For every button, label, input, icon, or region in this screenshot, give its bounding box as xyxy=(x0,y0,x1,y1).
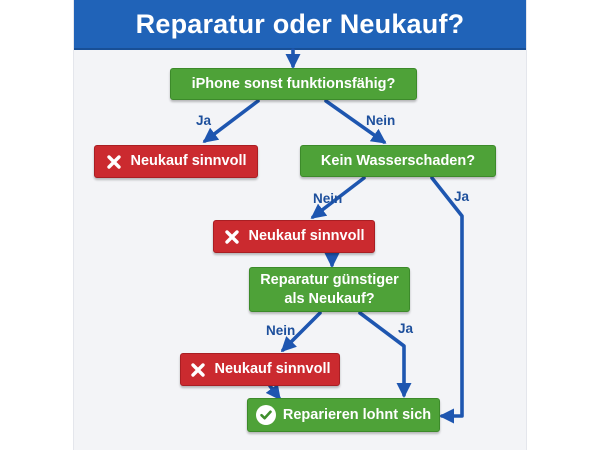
result-neukauf-3: Neukauf sinnvoll xyxy=(180,353,340,386)
arrow-q2-nein xyxy=(310,176,366,219)
result-neukauf-2-label: Neukauf sinnvoll xyxy=(248,228,365,245)
arrow-q3-ja xyxy=(358,311,412,399)
result-neukauf-2: Neukauf sinnvoll xyxy=(213,220,375,253)
arrow-q3-nein xyxy=(280,311,322,353)
x-mark-icon xyxy=(189,361,207,379)
edge-label-q3-nein: Nein xyxy=(266,323,296,338)
result-neukauf-1: Neukauf sinnvoll xyxy=(94,145,258,178)
question-no-water-damage: Kein Wasserschaden? xyxy=(300,145,496,177)
title-banner: Reparatur oder Neukauf? xyxy=(74,0,526,50)
question-no-water-damage-label: Kein Wasserschaden? xyxy=(320,152,476,169)
question-iphone-functional-label: iPhone sonst funktionsfähig? xyxy=(191,75,396,92)
arrow-q1-ja xyxy=(202,99,260,143)
check-icon xyxy=(255,405,276,425)
result-neukauf-3-label: Neukauf sinnvoll xyxy=(214,361,331,378)
edge-label-q2-nein: Nein xyxy=(313,191,343,206)
diagram-title: Reparatur oder Neukauf? xyxy=(135,8,465,39)
edge-label-q3-ja: Ja xyxy=(398,321,414,336)
result-neukauf-1-label: Neukauf sinnvoll xyxy=(130,153,247,170)
edge-label-q1-ja: Ja xyxy=(196,113,212,128)
arrow-r3-to-result xyxy=(265,383,281,401)
arrow-q2-ja xyxy=(430,176,464,424)
question-repair-cheaper-line1: Reparatur günstiger xyxy=(260,272,399,289)
result-repair-worth-it: Reparieren lohnt sich xyxy=(247,398,440,432)
question-repair-cheaper-line2: als Neukauf? xyxy=(284,290,375,307)
x-mark-icon xyxy=(105,153,123,171)
edge-label-q1-nein: Nein xyxy=(366,113,396,128)
question-repair-cheaper: Reparatur günstiger als Neukauf? xyxy=(249,267,410,312)
result-repair-worth-it-label: Reparieren lohnt sich xyxy=(282,406,432,423)
question-iphone-functional: iPhone sonst funktionsfähig? xyxy=(170,68,417,100)
arrow-q1-nein xyxy=(324,99,387,144)
x-mark-icon xyxy=(223,228,241,246)
edge-label-q2-ja: Ja xyxy=(454,189,470,204)
